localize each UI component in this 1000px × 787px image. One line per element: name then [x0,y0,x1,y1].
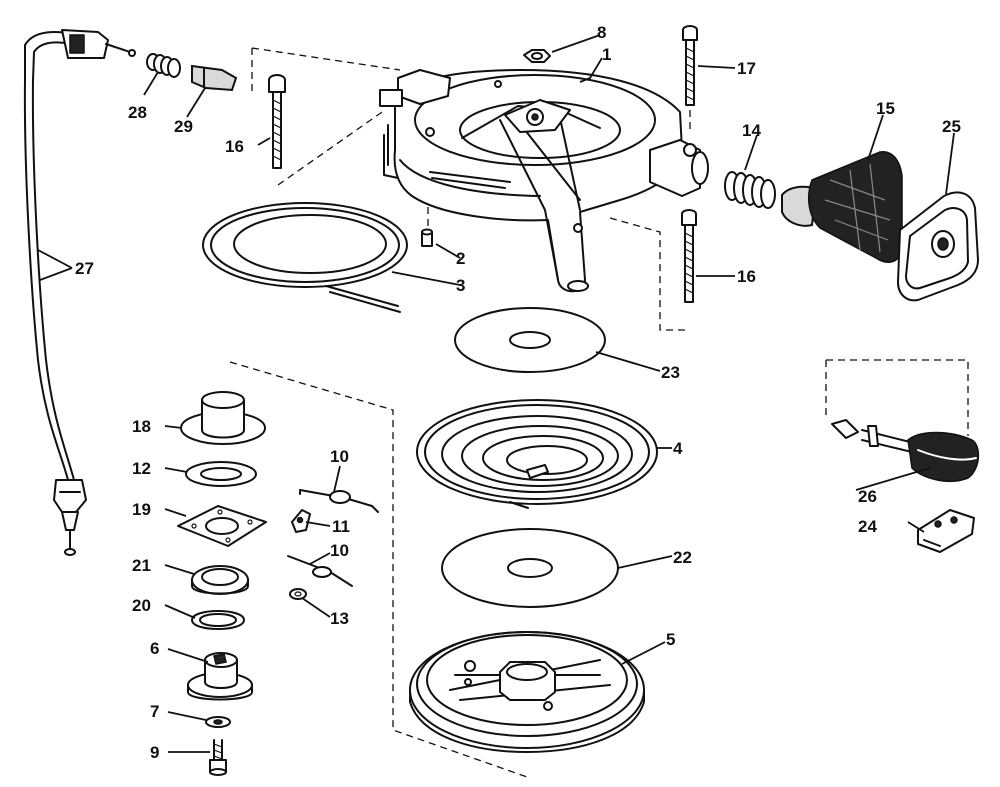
plunger-29 [191,64,238,92]
starter-housing [379,69,709,293]
callout-20: 20 [132,596,151,615]
washer-13 [289,588,307,600]
t-handle-26 [831,419,980,482]
callout-24: 24 [858,517,877,536]
callout-1: 1 [602,45,611,64]
callout-7: 7 [150,702,159,721]
callout-11: 11 [332,517,350,536]
gasket-19 [177,505,267,547]
seal-21 [191,565,249,595]
callout-19: 19 [132,500,151,519]
spring-28 [146,53,181,78]
callout-10-lower: 10 [330,541,349,560]
callout-3: 3 [456,276,465,295]
callout-29: 29 [174,117,193,136]
bolt-9 [209,739,227,776]
callout-13: 13 [330,609,349,628]
cap-18 [180,391,266,445]
callout-16-left: 16 [225,137,244,156]
nut-8 [523,49,551,63]
callout-28: 28 [128,103,147,122]
callout-22: 22 [673,548,692,567]
pulley-5 [409,631,645,753]
spring-clip-10-upper [299,489,379,513]
callout-15: 15 [876,99,895,118]
callout-12: 12 [132,459,151,478]
callout-8: 8 [597,23,606,42]
callout-10-upper: 10 [330,447,349,466]
callout-25: 25 [942,117,961,136]
pawl-11 [291,509,311,533]
alignment-lines [229,47,969,779]
spring-14 [724,171,776,209]
washer-7 [205,716,231,728]
washer-12 [185,461,257,487]
screw-16-right [681,209,697,303]
callout-labels: 1 2 3 4 5 6 7 8 9 10 11 10 12 13 14 15 1… [75,23,961,762]
disc-23 [454,307,606,373]
callout-9: 9 [150,743,159,762]
oring-20 [191,610,245,630]
retainer-24 [917,509,975,553]
callout-2: 2 [456,249,465,268]
screw-16-left [268,74,286,169]
disc-22 [441,528,619,608]
hub-6 [187,652,253,701]
rewind-spring-4 [416,399,658,509]
callout-4: 4 [673,439,683,458]
callout-16-right: 16 [737,267,756,286]
callout-17: 17 [737,59,756,78]
insert-25 [897,191,979,302]
handle-15 [781,151,903,263]
spring-clip-10-lower [287,555,353,587]
callout-6: 6 [150,639,159,658]
callout-18: 18 [132,417,151,436]
pin-2 [421,228,433,247]
callout-27: 27 [75,259,94,278]
leader-lines [37,34,955,753]
callout-21: 21 [132,556,151,575]
callout-26: 26 [858,487,877,506]
callout-23: 23 [661,363,680,382]
wire-3 [202,202,408,313]
callout-14: 14 [742,121,761,140]
screw-17 [682,25,698,106]
callout-5: 5 [666,630,675,649]
throttle-cable [23,29,136,556]
